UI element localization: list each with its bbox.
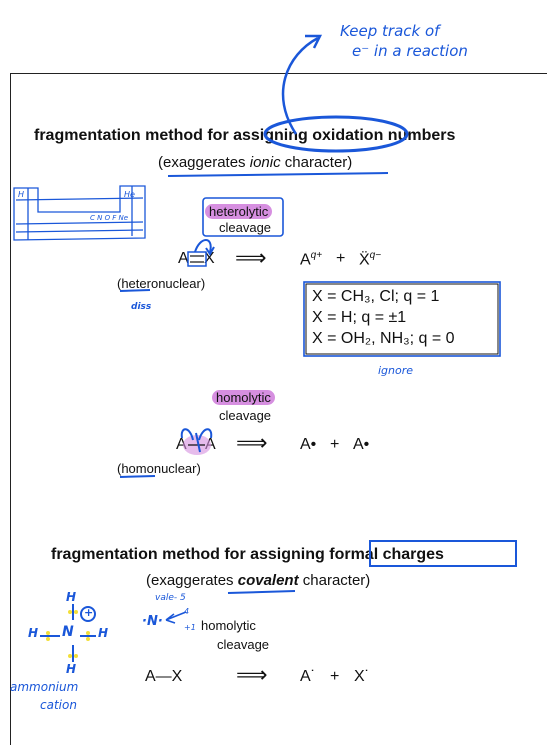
reaction-arrow-2: ⟹ bbox=[236, 430, 268, 455]
ammonium-charge-circle bbox=[80, 606, 96, 622]
cation-label: cation bbox=[40, 698, 77, 712]
reactant-x: X bbox=[204, 250, 215, 267]
section2-product-1: A˙ bbox=[300, 668, 316, 685]
arrow-to-n bbox=[165, 611, 187, 624]
ignore-annotation: ignore bbox=[378, 364, 414, 377]
homo-reactant-a1: A bbox=[176, 436, 187, 453]
ammonium-bond-dots bbox=[46, 610, 90, 658]
fishhook-right bbox=[198, 428, 213, 441]
vale-annotation: vale- 5 bbox=[155, 593, 186, 603]
diss-annotation: diss bbox=[131, 302, 152, 312]
homo-product-1: A• bbox=[300, 436, 317, 453]
ax-bond bbox=[190, 255, 204, 263]
oval-assigning-oxidation bbox=[263, 115, 409, 153]
cleavage-mark bbox=[195, 432, 201, 453]
homonuclear-label: (homonuclear) bbox=[117, 461, 201, 476]
ammonium-plus: + bbox=[84, 606, 94, 619]
page-frame bbox=[10, 73, 547, 745]
periodic-table-sketch bbox=[13, 185, 146, 241]
top-arrowhead bbox=[305, 34, 323, 49]
underline-heteronuclear bbox=[119, 289, 151, 292]
pt-he-label: He bbox=[124, 190, 135, 199]
homolytic-label-1: homolytic bbox=[212, 390, 275, 405]
plus-sign-1: + bbox=[336, 250, 346, 267]
box-row-1: X = CH₃, Cl; q = 1 bbox=[312, 288, 440, 305]
pt-elements-label: C N O F Ne bbox=[90, 214, 129, 222]
ammonium-h-left: H bbox=[28, 626, 39, 640]
homolytic-label-2: homolytic bbox=[201, 618, 256, 633]
heteronuclear-label: (heteronuclear) bbox=[117, 276, 206, 291]
ammonium-h-bottom: H bbox=[66, 662, 77, 676]
heterolytic-box bbox=[202, 197, 284, 237]
boxed-formal-charges: formal charges bbox=[329, 546, 444, 563]
plus-sign-3: + bbox=[330, 668, 340, 685]
formal-charges-box bbox=[369, 540, 517, 567]
section2-subtitle: (exaggerates covalent character) bbox=[146, 572, 371, 589]
bond-box bbox=[187, 251, 207, 267]
ammonium-n: N bbox=[62, 624, 74, 640]
plus-sign-2: + bbox=[330, 436, 340, 453]
fishhook-left bbox=[180, 428, 194, 441]
ammonium-h-top: H bbox=[66, 590, 77, 604]
plus-one-annotation: +1 bbox=[184, 623, 196, 632]
product-a-cation: Aq+ bbox=[300, 250, 323, 269]
underline-ionic bbox=[167, 172, 389, 177]
electron-arrow-1 bbox=[194, 239, 212, 253]
pt-h-label: H bbox=[18, 190, 25, 199]
ammonium-h-right: H bbox=[98, 626, 109, 640]
reaction-arrow-3: ⟹ bbox=[236, 662, 268, 687]
n-radical: ·N· bbox=[142, 614, 163, 629]
four-annotation: 4 bbox=[184, 607, 190, 616]
homo-product-2: A• bbox=[353, 436, 370, 453]
heterolytic-label: heterolytic bbox=[205, 204, 273, 219]
section2-reactant: A—X bbox=[145, 668, 183, 685]
underline-homonuclear bbox=[119, 475, 156, 478]
product-x-anion: Ẍq− bbox=[359, 250, 382, 269]
homolytic-cleavage-label-2: cleavage bbox=[217, 637, 270, 652]
ammonium-label: ammonium bbox=[10, 680, 79, 694]
x-values-box bbox=[305, 283, 499, 355]
note-keep-track: Keep track of bbox=[340, 22, 440, 40]
section2-title: fragmentation method for assigning forma… bbox=[51, 546, 444, 563]
section2-product-2: X˙ bbox=[354, 668, 370, 685]
section1-subtitle: (exaggerates ionic character) bbox=[158, 154, 353, 171]
box-row-3: X = OH₂, NH₃; q = 0 bbox=[312, 330, 455, 347]
underline-covalent bbox=[227, 590, 296, 594]
homolytic-cleavage-label-1: cleavage bbox=[219, 408, 272, 423]
heterolytic-cleavage-label: cleavage bbox=[219, 220, 272, 235]
reaction-arrow-1: ⟹ bbox=[235, 245, 267, 270]
reactant-a: A bbox=[178, 250, 189, 267]
box-row-2: X = H; q = ±1 bbox=[312, 309, 407, 326]
note-electrons-reaction: e⁻ in a reaction bbox=[352, 42, 468, 60]
